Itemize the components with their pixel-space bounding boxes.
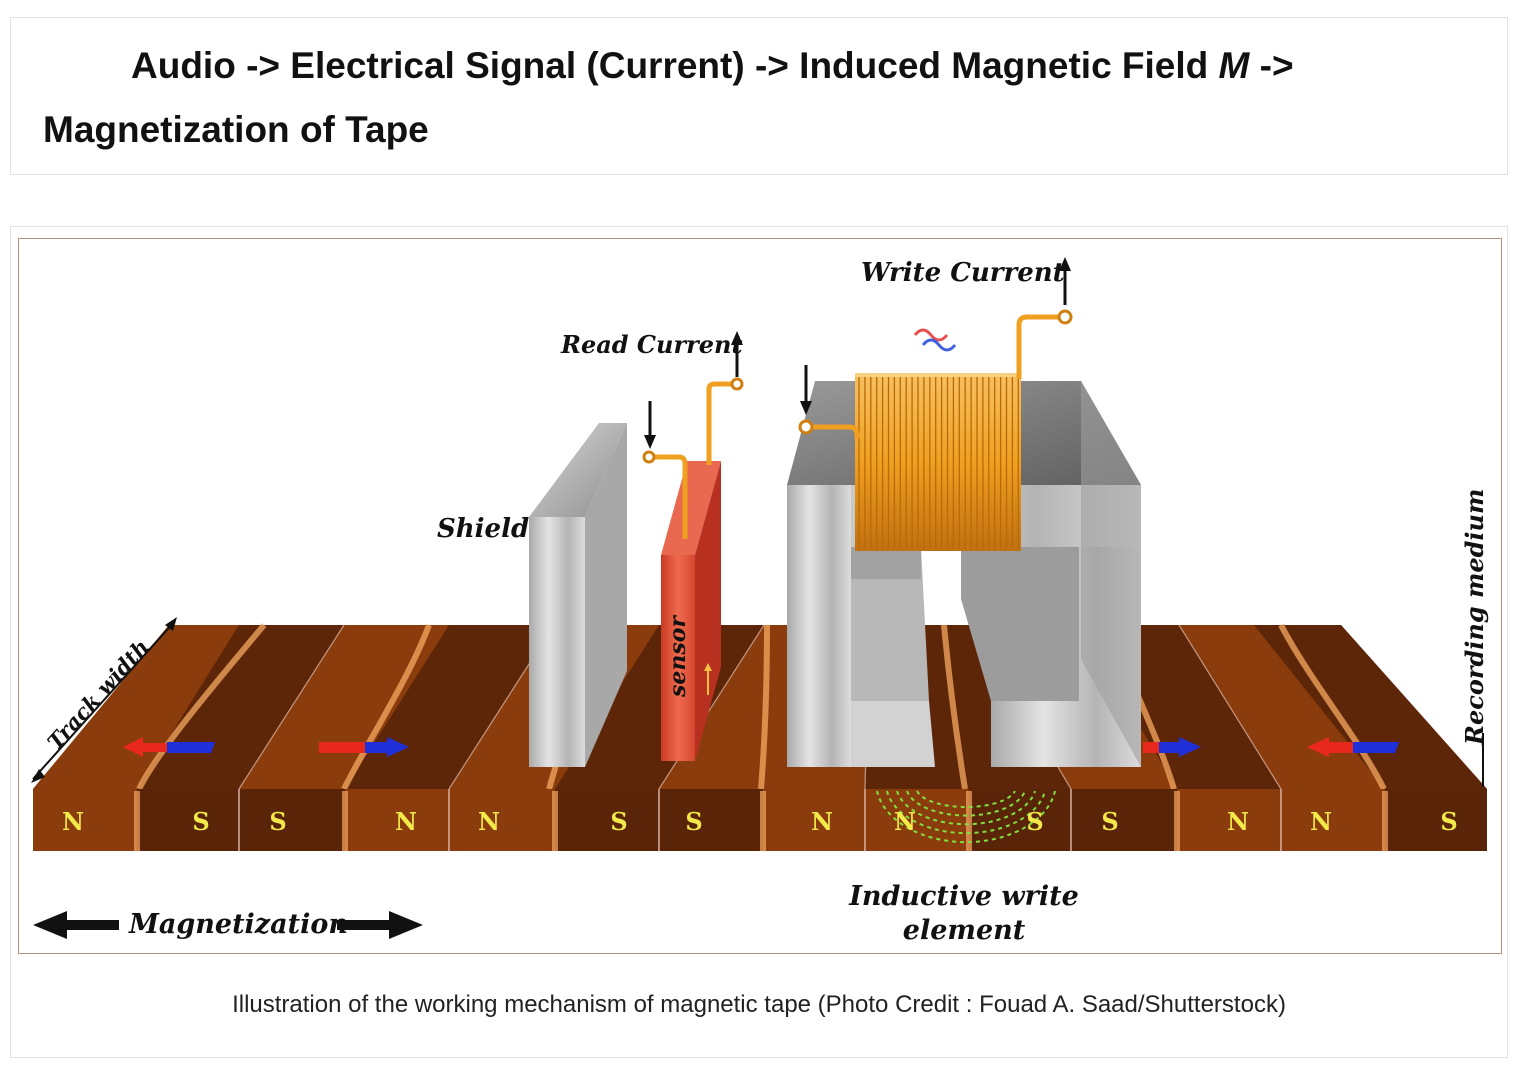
write-current-wires: [811, 314, 1061, 439]
figure-caption: Illustration of the working mechanism of…: [232, 991, 1286, 1018]
title-variable-m: M: [1218, 45, 1250, 86]
title-arrow: ->: [1249, 45, 1294, 86]
pole-label: S: [1101, 807, 1118, 836]
shield-block: [529, 423, 627, 767]
pole-label: N: [811, 807, 833, 836]
magnet-arrow-right: [1143, 737, 1201, 757]
pole-label: S: [1440, 807, 1457, 836]
sensor-label: sensor: [665, 615, 691, 698]
read-current-arrows: [644, 331, 743, 449]
pole-label: N: [894, 807, 916, 836]
magnet-arrow-left: [123, 737, 215, 757]
magnetization-label: Magnetization: [128, 909, 348, 940]
pole-label: N: [62, 807, 84, 836]
magnetic-tape-illustration: N S S N N S S N N S S N N S: [18, 238, 1502, 954]
pole-label: N: [1310, 807, 1332, 836]
pole-label: S: [685, 807, 702, 836]
sensor-block: sensor: [661, 461, 721, 761]
shield-label: Shield: [437, 514, 529, 544]
write-current-label: Write Current: [861, 258, 1065, 288]
magnetization-arrows: [123, 737, 1399, 757]
magnet-arrow-right: [319, 737, 409, 757]
pole-label: N: [478, 807, 500, 836]
read-current-wires: [651, 381, 735, 539]
recording-medium-marker: Recording medium: [1460, 489, 1489, 787]
write-coil: [855, 373, 1021, 551]
magnetic-field-lines: [876, 790, 1056, 844]
tape-top: [33, 623, 1487, 791]
pole-label: S: [269, 807, 286, 836]
pole-label: S: [192, 807, 209, 836]
title-line-2: Magnetization of Tape: [43, 109, 429, 150]
title-line-1: Audio -> Electrical Signal (Current) -> …: [131, 44, 1294, 88]
pole-label: N: [395, 807, 417, 836]
tape-front: N S S N N S S N N S S N N S: [33, 789, 1487, 851]
inductive-element-label: element: [903, 915, 1026, 946]
recording-medium-label: Recording medium: [1460, 489, 1489, 746]
read-current-label: Read Current: [560, 330, 743, 359]
inductive-write-label: Inductive write: [848, 881, 1079, 912]
pole-labels: N S S N N S S N N S S N N S: [62, 807, 1458, 836]
write-current-arrows: [800, 257, 1071, 415]
magnetization-legend: Magnetization: [33, 909, 423, 940]
diagram-svg: N S S N N S S N N S S N N S: [31, 257, 1489, 946]
pole-label: S: [1026, 807, 1043, 836]
title-text-1: Audio -> Electrical Signal (Current) -> …: [131, 45, 1219, 86]
title-box: Audio -> Electrical Signal (Current) -> …: [10, 17, 1508, 175]
pole-label: S: [610, 807, 627, 836]
magnet-arrow-left: [1307, 737, 1399, 757]
pole-label: N: [1227, 807, 1249, 836]
ac-signal-icon: [913, 328, 957, 352]
